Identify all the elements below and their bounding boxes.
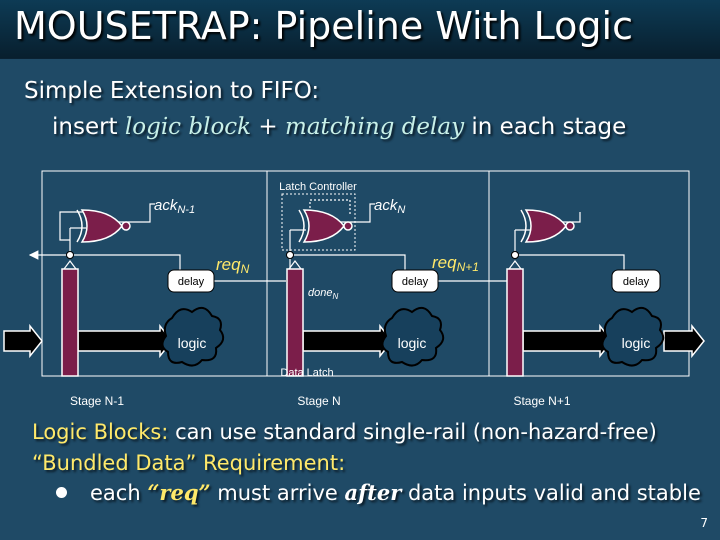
wire-ack-n xyxy=(336,203,375,223)
intro-line-2: insert logic block + matching delay in e… xyxy=(52,114,626,140)
ack-n-minus-1-label: ackN-1 xyxy=(154,197,195,216)
intro-prefix: insert xyxy=(52,114,125,140)
bundled-data-bullet: each “req” must arrive after data inputs… xyxy=(90,480,701,505)
delay-box-2 xyxy=(391,269,439,293)
control-wires xyxy=(28,199,625,282)
bullet-prefix: each xyxy=(90,481,148,505)
delay-label-2: delay xyxy=(402,276,429,288)
data-latch-label: Data Latch xyxy=(280,367,333,379)
plus-sign: + xyxy=(251,114,286,140)
slide-title: MOUSETRAP: Pipeline With Logic xyxy=(14,4,633,48)
xnor-gate-3 xyxy=(520,209,575,243)
logic-blocks-rest: can use standard single-rail (non-hazard… xyxy=(168,420,657,444)
logic-blocks-note: Logic Blocks: can use standard single-ra… xyxy=(32,420,657,444)
page-number: 7 xyxy=(700,516,708,530)
data-latch-3 xyxy=(506,268,524,377)
xnor-gate-2 xyxy=(298,209,353,243)
stage-box-n-plus-1 xyxy=(488,170,690,377)
bundled-data-heading: “Bundled Data” Requirement: xyxy=(32,451,346,475)
stage-label-n-plus-1: Stage N+1 xyxy=(513,394,570,408)
bullet-rest: data inputs valid and stable xyxy=(401,481,701,505)
bullet-icon xyxy=(56,487,67,498)
wire-n1-enable xyxy=(69,228,181,270)
req-n-label: reqN xyxy=(216,255,250,276)
data-latch-1 xyxy=(61,268,79,377)
done-n-label: doneN xyxy=(308,287,338,301)
xnor-gate-1 xyxy=(76,209,131,243)
req-n-plus-1-label: reqN+1 xyxy=(432,253,479,274)
delay-box-1 xyxy=(167,269,215,293)
delay-box-3 xyxy=(611,269,661,293)
logic-label-3: logic xyxy=(622,335,651,351)
title-bar: MOUSETRAP: Pipeline With Logic xyxy=(0,0,720,59)
stage-label-n: Stage N xyxy=(297,394,340,408)
wire-ack-n-minus-1 xyxy=(116,203,155,223)
logic-label-1: logic xyxy=(178,335,207,351)
bullet-mid: must arrive xyxy=(210,481,345,505)
matching-delay-term: matching delay xyxy=(285,114,465,140)
bullet-req: “req” xyxy=(147,480,211,505)
bullet-after: after xyxy=(344,480,402,505)
stage-label-n-minus-1: Stage N-1 xyxy=(70,394,124,408)
intro-line-1: Simple Extension to FIFO: xyxy=(24,78,320,104)
logic-blocks-label: Logic Blocks: xyxy=(32,420,169,444)
logic-cloud-2 xyxy=(381,306,445,367)
delay-label-3: delay xyxy=(623,276,650,288)
intro-suffix: in each stage xyxy=(464,114,627,140)
logic-cloud-1 xyxy=(161,306,225,367)
ack-n-label: ackN xyxy=(374,197,405,216)
logic-block-term: logic block xyxy=(124,114,252,140)
wire-n-enable xyxy=(289,230,406,270)
wire-controller-loop xyxy=(309,199,351,216)
delay-label-1: delay xyxy=(178,276,205,288)
latch-controller-label: Latch Controller xyxy=(279,181,357,193)
data-latch-2 xyxy=(286,268,304,377)
wire-n1-enable-right xyxy=(514,230,625,270)
data-bus xyxy=(3,323,705,359)
logic-label-2: logic xyxy=(398,335,427,351)
logic-cloud-3 xyxy=(601,306,665,367)
